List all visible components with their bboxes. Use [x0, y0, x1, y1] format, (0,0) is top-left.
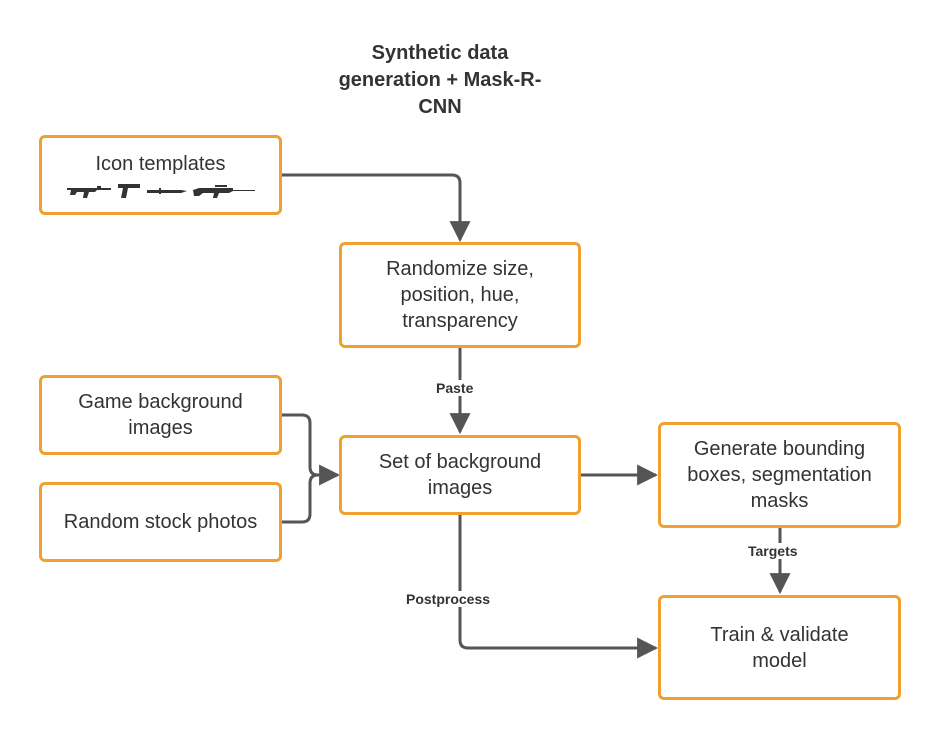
node-set-backgrounds: Set of background images — [339, 435, 581, 515]
node-generate-label: Generate bounding boxes, segmentation ma… — [687, 438, 872, 512]
edge-game-to-set — [282, 413, 341, 486]
edge-set-to-train — [458, 515, 659, 659]
edge-label-paste: Paste — [433, 380, 477, 396]
knife-icon — [146, 188, 187, 194]
node-randomize-label: Randomize size, position, hue, transpare… — [386, 258, 534, 332]
node-set-backgrounds-label: Set of background images — [378, 451, 542, 499]
node-game-backgrounds-label: Game background images — [78, 391, 243, 439]
sniper-rifle-icon — [192, 185, 255, 198]
node-train-label: Train & validate model — [710, 623, 849, 672]
node-train: Train & validate model — [658, 595, 901, 700]
node-icon-templates: Icon templates — [39, 135, 282, 215]
weapon-icons — [66, 183, 255, 199]
node-randomize: Randomize size, position, hue, transpare… — [339, 242, 581, 348]
assault-rifle-icon — [66, 186, 111, 198]
node-stock-photos: Random stock photos — [39, 482, 282, 562]
edge-icons-to-randomize — [282, 173, 471, 243]
node-stock-photos-label: Random stock photos — [63, 511, 258, 533]
edge-label-postprocess: Postprocess — [403, 591, 494, 607]
edge-label-targets: Targets — [745, 543, 801, 559]
node-generate: Generate bounding boxes, segmentation ma… — [658, 422, 901, 528]
diagram-title: Synthetic data generation + Mask-R-CNN — [338, 42, 542, 118]
node-game-backgrounds: Game background images — [39, 375, 282, 455]
pistol-icon — [117, 184, 140, 198]
node-icon-templates-label: Icon templates — [95, 153, 226, 175]
edge-stock-to-set — [282, 473, 319, 524]
